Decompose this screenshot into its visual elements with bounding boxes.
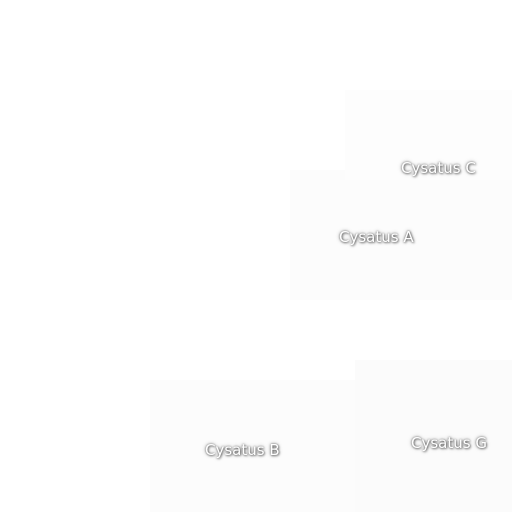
map-tile: [355, 360, 512, 512]
map-tile: [290, 170, 512, 300]
place-label-cysatus-a[interactable]: Cysatus A: [339, 228, 414, 246]
place-label-cysatus-g[interactable]: Cysatus G: [411, 434, 487, 452]
map-tile: [345, 90, 512, 180]
place-label-cysatus-c[interactable]: Cysatus C: [401, 159, 476, 177]
place-label-cysatus-b[interactable]: Cysatus B: [205, 441, 280, 459]
